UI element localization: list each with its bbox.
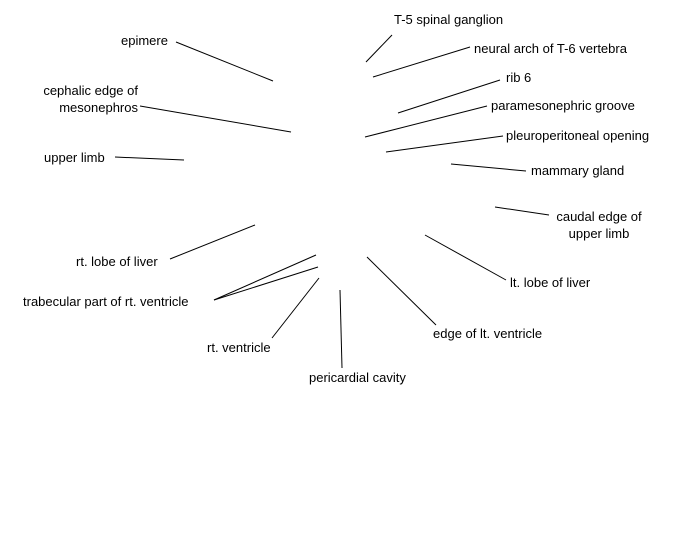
label-t5-spinal-ganglion: T-5 spinal ganglion (394, 12, 504, 27)
label-rt-lobe-of-liver: rt. lobe of liver (76, 254, 158, 269)
label-upper-limb: upper limb (44, 150, 105, 165)
leader-rt-ventricle (271, 277, 320, 339)
label-cephalic-edge-mesonephros: cephalic edge of mesonephros (20, 82, 138, 116)
leader-caudal-edge (494, 206, 550, 216)
label-pericardial-cavity: pericardial cavity (309, 370, 406, 385)
label-paramesonephric-groove: paramesonephric groove (491, 98, 635, 113)
leader-mammary (450, 163, 527, 172)
label-pleuroperitoneal-opening: pleuroperitoneal opening (506, 128, 650, 143)
leader-pleuroperitoneal (385, 135, 504, 153)
label-mammary-gland: mammary gland (531, 163, 625, 178)
leader-lt-liver (424, 234, 507, 281)
leader-cephalic-edge (139, 105, 292, 133)
label-cephalic-line1: cephalic edge of (43, 83, 138, 98)
label-cephalic-line2: mesonephros (59, 100, 138, 115)
leader-pericardial (339, 289, 343, 369)
label-epimere: epimere (121, 33, 168, 48)
label-rt-ventricle: rt. ventricle (207, 340, 271, 355)
label-rib-6: rib 6 (506, 70, 532, 85)
label-caudal-edge-line2: upper limb (568, 226, 630, 241)
leader-rt-liver (169, 224, 256, 260)
leader-trabecular-b (213, 266, 319, 301)
leader-neural-arch (372, 46, 471, 78)
label-neural-arch-t6: neural arch of T-6 vertebra (474, 41, 627, 56)
label-lt-lobe-of-liver: lt. lobe of liver (510, 275, 591, 290)
leader-t5-ganglion (365, 34, 393, 63)
leader-upper-limb (114, 156, 185, 161)
label-trabecular-part-rt-ventricle: trabecular part of rt. ventricle (23, 294, 189, 309)
leader-edge-lt-ventricle (366, 256, 437, 326)
leader-paramesonephric (364, 105, 488, 138)
label-caudal-edge-line1: caudal edge of (556, 209, 642, 224)
leader-epimere (175, 41, 274, 82)
label-caudal-edge-upper-limb: caudal edge of upper limb (540, 208, 658, 242)
leader-rib6 (397, 79, 501, 114)
leader-trabecular-a (213, 254, 317, 301)
label-edge-lt-ventricle: edge of lt. ventricle (433, 326, 543, 341)
